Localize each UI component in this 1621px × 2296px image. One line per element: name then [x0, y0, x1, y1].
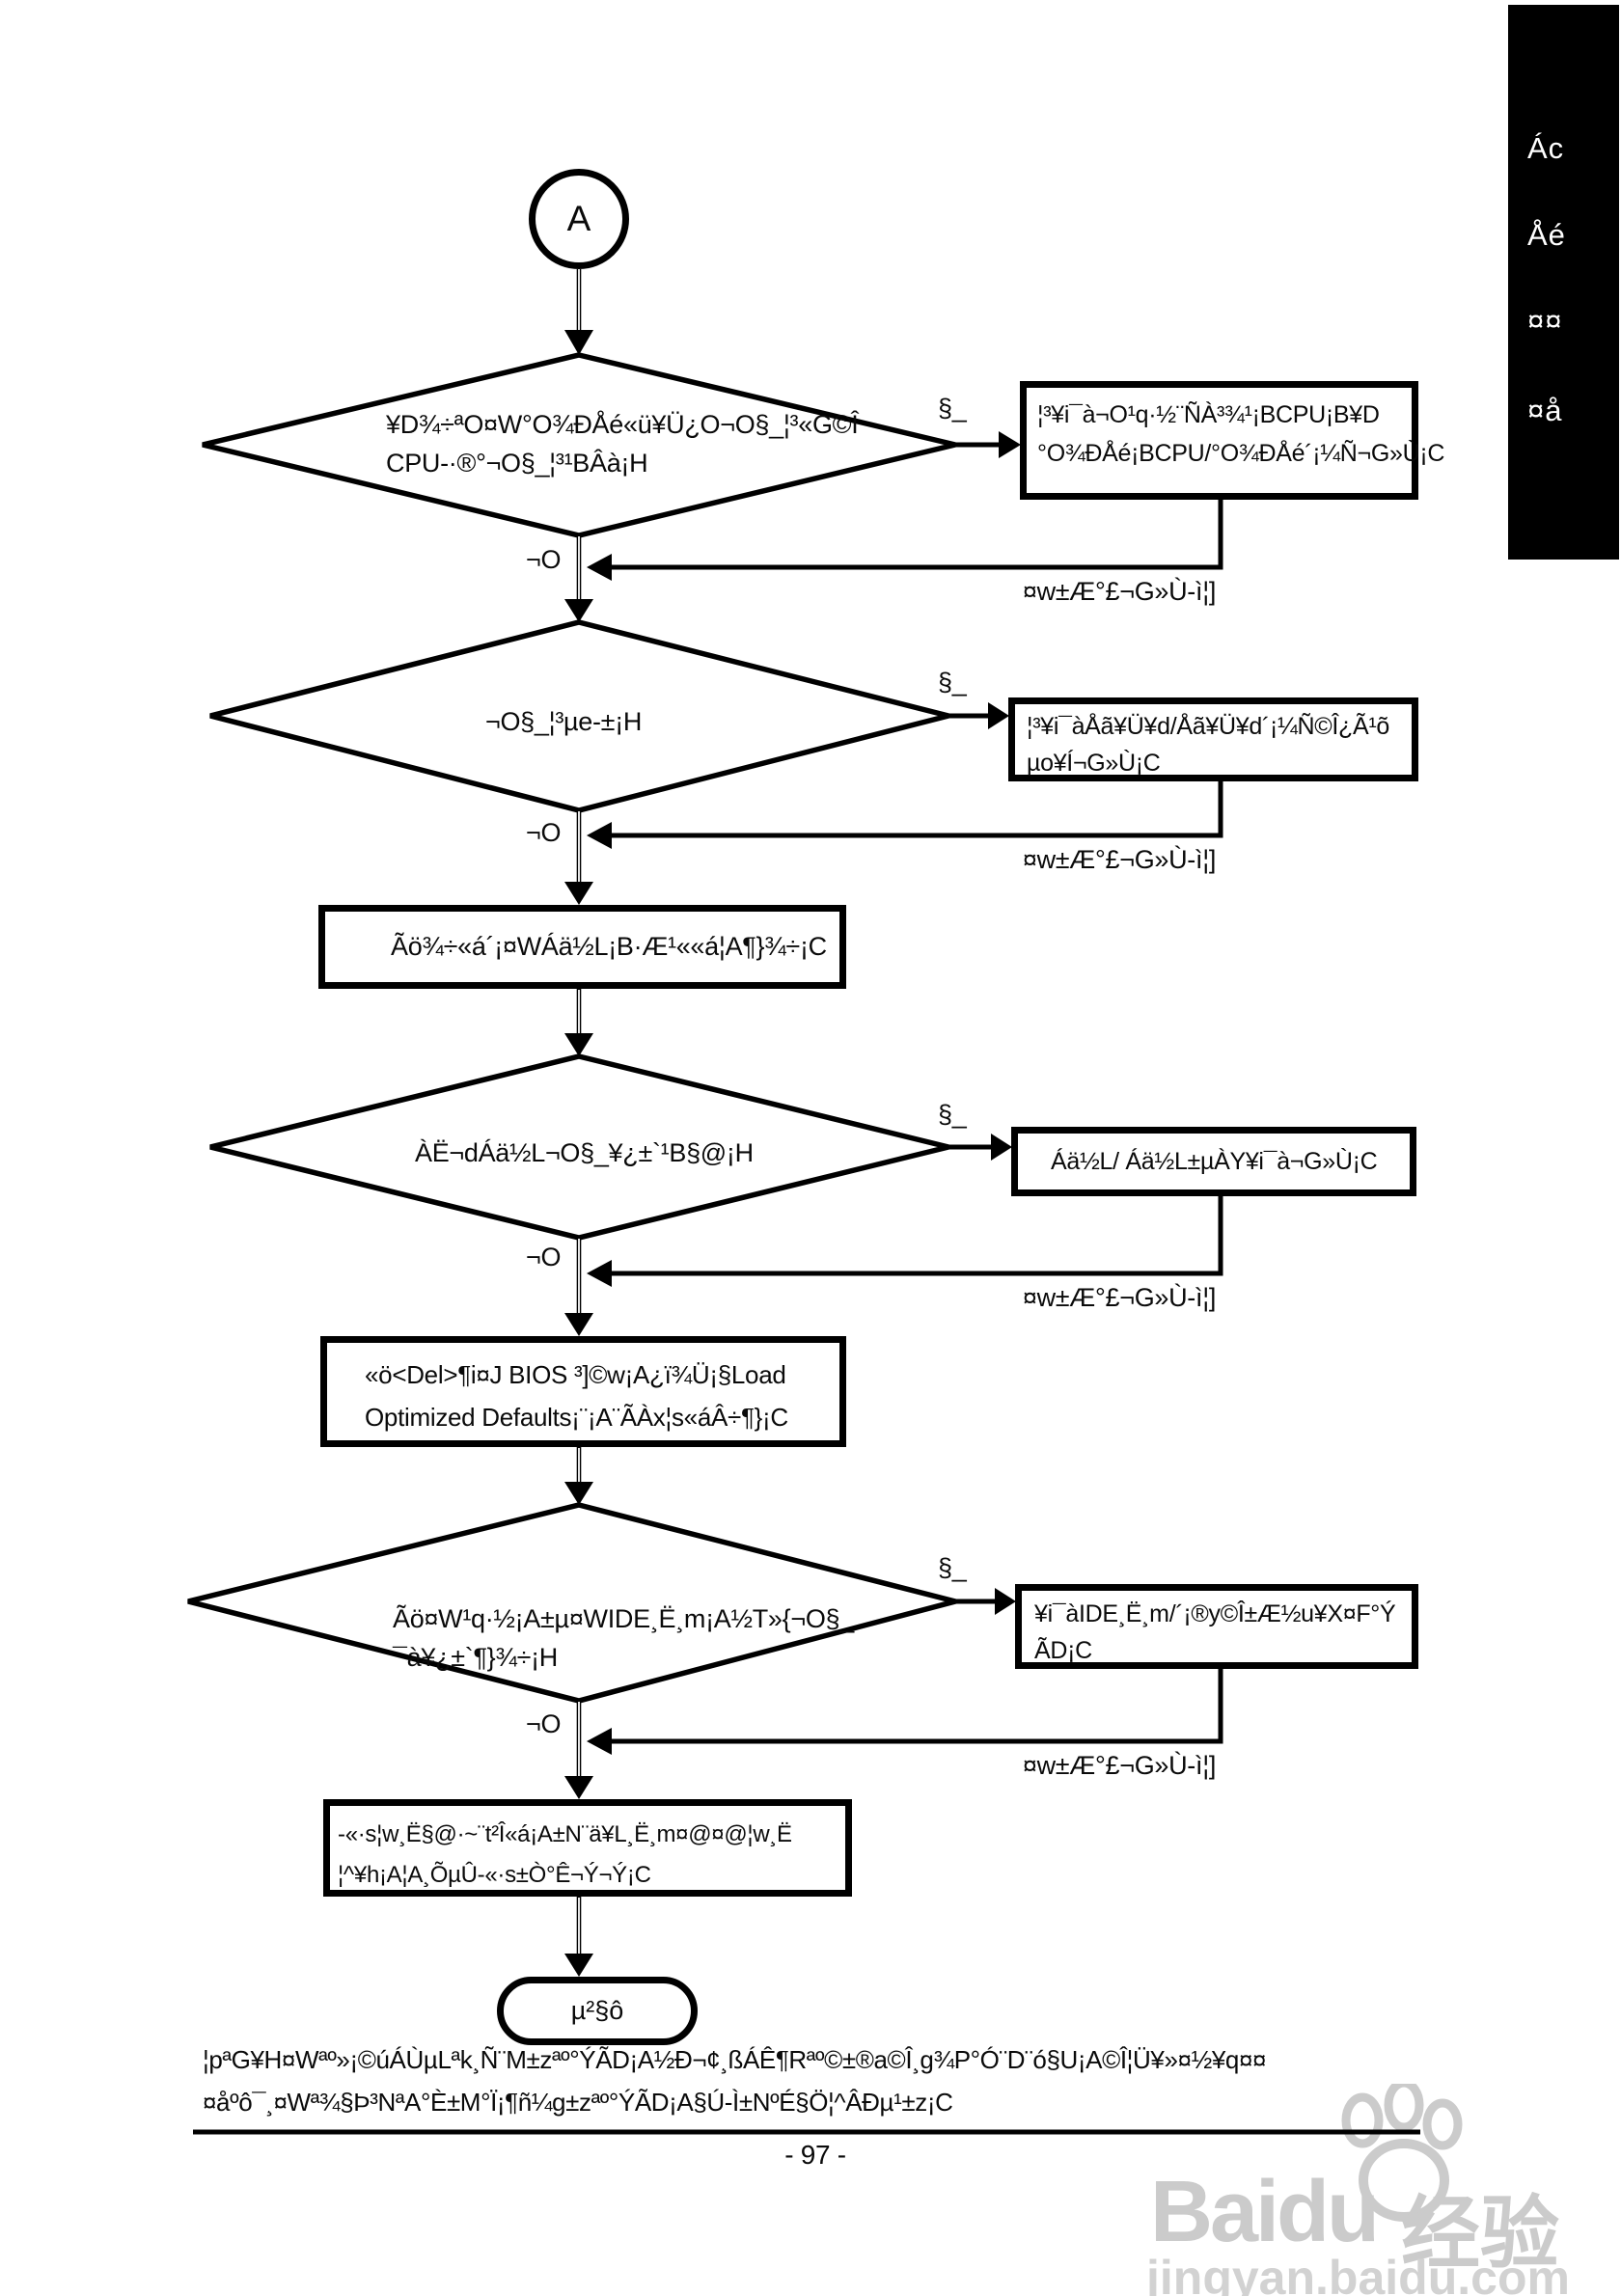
page-number: - 97 -	[784, 2140, 846, 2170]
watermark-url: jingyan.baidu.com	[1146, 2251, 1570, 2296]
feedback-lines	[610, 500, 1223, 1744]
connector-a-label: A	[566, 199, 591, 238]
footer-note-line-2: ¤åºô¯¸¤Wª¾§Þ³NªA°È±M°Ï¡¶ñ¼g±zªº°ÝÃD¡A§Ú-…	[203, 2088, 953, 2117]
sidebar-label-3: ¤¤	[1527, 304, 1563, 338]
process-box-reinstall: -«·s¦w¸Ë§@·~¨t²Î«á¡A±N¨ä¥L¸Ë¸m¤@¤@¦w¸Ë ¦…	[323, 1799, 852, 1897]
feedback-caption-4: ¤w±Æ°£¬G»Ù-ì¦]	[1022, 1751, 1217, 1780]
connector-a-circle: A	[529, 169, 629, 269]
paw-icon	[1341, 2084, 1463, 2222]
side-box-3: Áä½L/ Áä½L±µÀY¥i¯à¬G»Ù¡C	[1011, 1127, 1416, 1196]
side-box-1: ¦³¥i¯à¬O¹q·½¨ÑÀ³¾¹¡BCPU¡B¥D °O¾ÐÅé¡BCPU/…	[1020, 381, 1444, 500]
sidebar-label-1: Ác	[1527, 131, 1565, 165]
yes-label-2: ¬O	[526, 818, 562, 847]
language-tab-sidebar: Ác Åé ¤¤ ¤å	[1508, 5, 1619, 560]
decision-4-text: Ãö¤W¹q·½¡A±µ¤WIDE¸Ë¸m¡A½T»{¬O§_ ¯à¥¿±`¶}…	[393, 1604, 854, 1672]
no-label-1: §_	[938, 394, 967, 423]
process-box-restart: Ãö¾÷«á´¡¤WÁä½L¡B·Æ¹««á¦A¶}¾÷¡C	[318, 905, 846, 989]
no-arrowheads	[988, 431, 1021, 1615]
process-box-bios: «ö<Del>¶i¤J BIOS ³]©w¡A¿ï¾Ü¡§Load Optimi…	[320, 1336, 846, 1447]
feedback-caption-2: ¤w±Æ°£¬G»Ù-ì¦]	[1022, 845, 1217, 874]
down-arrowheads	[564, 330, 593, 1977]
feedback-arrowheads	[587, 554, 612, 1755]
yes-label-3: ¬O	[526, 1243, 562, 1271]
decision-1-text: ¥D¾÷ªO¤W°O¾ÐÅé«ü¥Ü¿O¬O§_¦³«G©Î CPU-·®°¬O…	[386, 410, 859, 478]
feedback-caption-1: ¤w±Æ°£¬G»Ù-ì¦]	[1022, 577, 1217, 606]
end-label: µ²§ô	[570, 1996, 624, 2025]
watermark-brand-text: Baidu	[1150, 2164, 1380, 2260]
watermark-brand-cn: 经验	[1401, 2190, 1560, 2278]
decision-2-text: ¬O§_¦³µe-±¡H	[485, 707, 643, 736]
no-label-4: §_	[938, 1553, 967, 1582]
sidebar-label-2: Åé	[1527, 218, 1566, 252]
end-node: µ²§ô	[497, 1977, 698, 2045]
no-arrows	[948, 442, 1001, 1604]
decision-3-text: ÀË¬dÁä½L¬O§_¥¿±`¹B§@¡H	[415, 1138, 754, 1167]
footer-note-line-1: ¦pªG¥H¤Wªº»¡©úÁÙµLªk¸Ñ¨M±zªº°ÝÃD¡A½Ð¬¢¸ß…	[203, 2045, 1267, 2074]
side-box-4: ¥i¯àIDE¸Ë¸m/´¡®y©Î±Æ½u¥X¤F°Ý ÃD¡C	[1015, 1584, 1418, 1669]
sidebar-label-4: ¤å	[1527, 394, 1563, 427]
yes-label-1: ¬O	[526, 545, 562, 574]
feedback-caption-3: ¤w±Æ°£¬G»Ù-ì¦]	[1022, 1283, 1217, 1312]
no-label-3: §_	[938, 1100, 967, 1129]
no-label-2: §_	[938, 668, 967, 697]
yes-label-4: ¬O	[526, 1709, 562, 1738]
side-box-2: ¦³¥i¯àÅã¥Ü¥d/Åã¥Ü¥d´¡¼Ñ©Î¿Ã¹õ µo¥Í¬G»Ù¡C	[1008, 697, 1418, 781]
